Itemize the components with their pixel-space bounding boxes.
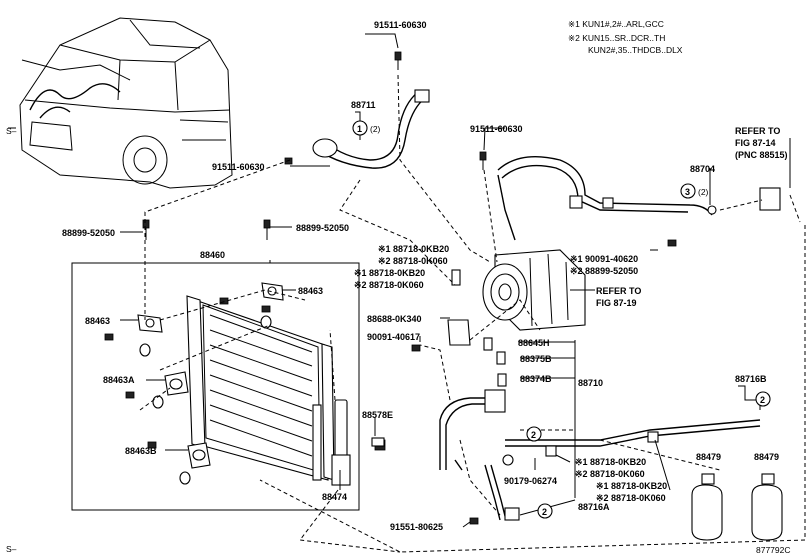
label-88479-2: 88479 [754,452,779,462]
label-88718-0k060-b: ※2 88718-0K060 [354,280,424,290]
valve-cluster [447,269,507,387]
bracket-88463b [187,442,211,469]
label-88718-0k060-a: ※2 88718-0K060 [378,256,448,266]
callout-1: 1 (2) [352,120,381,136]
svg-text:(2): (2) [370,124,381,134]
bracket-88463a [164,371,189,396]
label-88899-52050-right: 88899-52050 [296,223,349,233]
note-2-line1: ※2 KUN15..SR..DCR..TH [568,33,665,43]
svg-text:2: 2 [760,395,765,405]
compressor-oil-bottle-1 [691,473,723,541]
label-88688-0k340: 88688-0K340 [367,314,422,324]
callout-2-a: 2 [526,426,542,442]
note-1: ※1 KUN1#,2#..ARL,GCC [568,19,664,29]
label-88718-0kb20-d: ※1 88718-0KB20 [596,481,667,491]
label-90091-40620: ※1 90091-40620 [570,254,638,264]
dashed-routing [139,74,806,553]
callout-3: 3 (2) [680,183,709,199]
bracket-88463-left [137,314,163,333]
hose-88704 [497,155,781,241]
label-88474: 88474 [322,492,347,502]
label-88710: 88710 [578,378,603,388]
bracket-88463-right [261,282,284,301]
svg-text:(2): (2) [698,187,709,197]
label-91511-60630-left: 91511-60630 [212,162,265,172]
label-88718-0kb20-c: ※1 88718-0KB20 [575,457,646,467]
svg-text:1: 1 [357,124,362,134]
label-pnc-88515: (PNC 88515) [735,150,788,160]
label-88716a: 88716A [578,502,610,512]
label-88463a: 88463A [103,375,135,385]
label-88463b: 88463B [125,446,157,456]
label-refer-to-2: REFER TO [596,286,641,296]
corner-mark: S– [6,544,17,554]
svg-text:2: 2 [542,507,547,517]
svg-text:3: 3 [685,187,690,197]
label-88578e: 88578E [362,410,393,420]
svg-text:2: 2 [531,430,536,440]
receiver-dryer-88474 [331,399,351,486]
label-88899-52050-mid: ※2 88899-52050 [570,266,638,276]
label-refer-to-1: REFER TO [735,126,780,136]
label-88711: 88711 [351,100,376,110]
label-88479-1: 88479 [696,452,721,462]
label-88645h: 88645H [518,338,550,348]
label-fig-87-14: FIG 87-14 [735,138,776,148]
label-fig-87-19: FIG 87-19 [596,298,637,308]
label-88899-52050-left: 88899-52050 [62,228,115,238]
label-88375b: 88375B [520,354,552,364]
callout-2-b: 2 [537,503,553,519]
label-88704: 88704 [690,164,715,174]
label-88718-0k060-c: ※2 88718-0K060 [575,469,645,479]
note-2-line2: KUN2#,35..THDCB..DLX [588,45,683,55]
part-88578e [371,437,385,447]
diagram-number: 877792C [756,545,791,555]
condenser-core [186,295,335,481]
label-91511-60630-mid: 91511-60630 [470,124,523,134]
label-88463-right: 88463 [298,286,323,296]
compressor [482,249,586,331]
vehicle-illustration [8,17,233,189]
condenser-group-box [71,262,360,511]
compressor-oil-bottle-2 [751,473,783,541]
suction-hose-88711 [312,89,430,169]
label-88718-0k060-d: ※2 88718-0K060 [596,493,666,503]
label-90091-40617: 90091-40617 [367,332,420,342]
label-88718-0kb20-a: ※1 88718-0KB20 [378,244,449,254]
label-88716b: 88716B [735,374,767,384]
label-88463-left: 88463 [85,316,110,326]
label-88460: 88460 [200,250,225,260]
label-88718-0kb20-b: ※1 88718-0KB20 [354,268,425,278]
label-91551-80625: 91551-80625 [390,522,443,532]
label-90179-06274: 90179-06274 [504,476,557,486]
vehicle-side-mark: S– [6,126,17,136]
label-88374b: 88374B [520,374,552,384]
discharge-lines-88710 [439,389,761,521]
label-91511-60630-top: 91511-60630 [374,20,427,30]
callout-2-c: 2 [755,391,771,407]
